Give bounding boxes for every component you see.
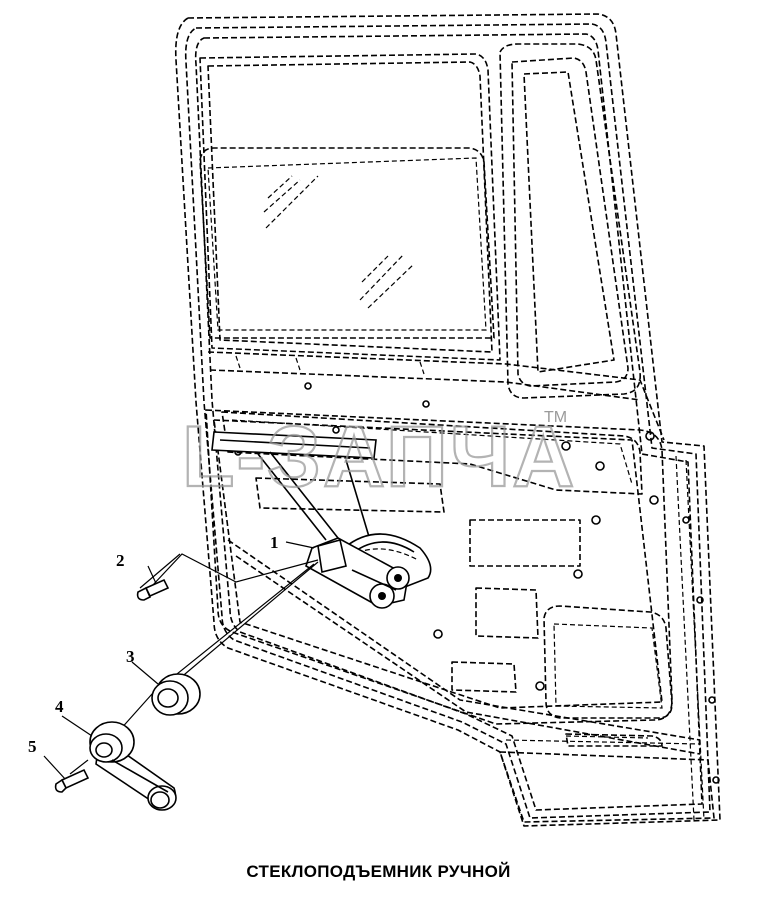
part-3-washer — [151, 673, 201, 716]
callout-3: 3 — [126, 647, 135, 666]
panel-bolt-dots — [234, 382, 720, 784]
part-4-crank-handle — [89, 721, 177, 811]
part-5-screw — [54, 768, 90, 793]
callout-5: 5 — [28, 737, 37, 756]
watermark: L-ЗАПЧА TM — [181, 408, 576, 506]
watermark-text: L-ЗАПЧА — [182, 409, 576, 505]
glass-hatch-marks — [263, 175, 415, 309]
callout-2: 2 — [116, 551, 125, 570]
watermark-trademark: TM — [544, 409, 567, 426]
part-2-screw — [136, 578, 170, 601]
leader-lines — [43, 541, 319, 781]
diagram-caption: СТЕКЛОПОДЪЕМНИК РУЧНОЙ — [246, 862, 511, 881]
window-regulator-mechanism — [211, 431, 432, 609]
callout-numbers: 1 2 3 4 5 — [28, 533, 279, 756]
callout-1: 1 — [270, 533, 279, 552]
door-outline — [174, 13, 721, 827]
callout-4: 4 — [55, 697, 64, 716]
